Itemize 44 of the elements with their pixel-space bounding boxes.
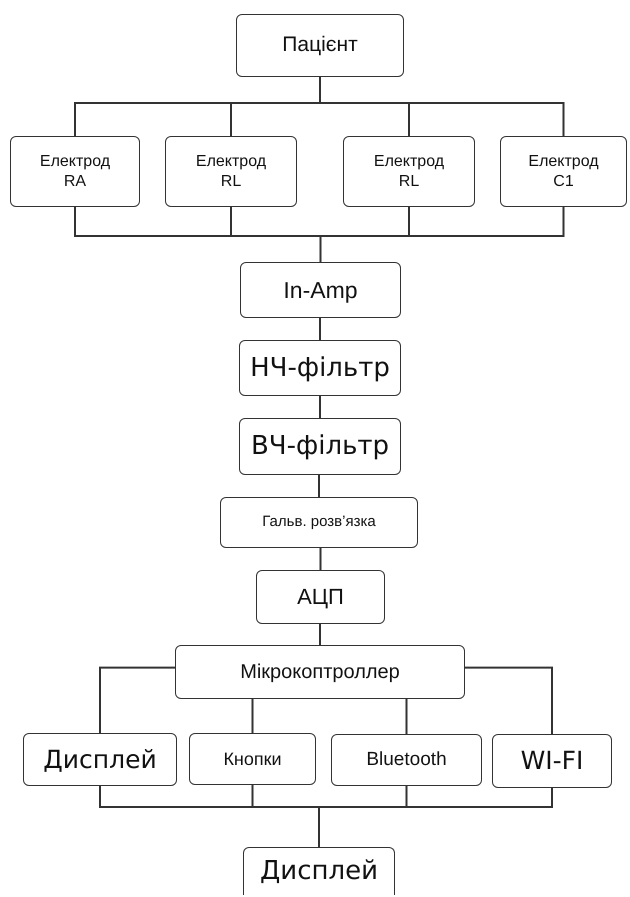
block-label: Bluetooth xyxy=(366,748,447,772)
block-box xyxy=(23,733,177,786)
block-label: Кнопки xyxy=(223,748,282,770)
connector-line xyxy=(406,699,408,734)
block-label: In-Amp xyxy=(283,276,358,304)
connector-line xyxy=(320,207,564,262)
block-label: Мікрокоптроллер xyxy=(240,660,400,684)
block-box xyxy=(240,262,401,318)
block-box xyxy=(239,418,401,475)
block-label: НЧ-фільтр xyxy=(250,352,390,384)
block-label: Електрод C1 xyxy=(527,152,600,192)
connector-line xyxy=(252,699,254,733)
block-label: Дисплей xyxy=(260,855,378,888)
block-box xyxy=(220,497,418,548)
connector-line xyxy=(319,77,564,136)
connector-line xyxy=(320,548,322,570)
block-box xyxy=(500,136,627,207)
block-label: Пацієнт xyxy=(282,32,358,58)
block-box xyxy=(331,734,482,786)
connector-line xyxy=(319,396,321,418)
block-label: АЦП xyxy=(297,583,344,611)
block-box xyxy=(175,645,465,699)
block-box xyxy=(10,136,140,207)
block-label: Гальв. розв’язка xyxy=(262,513,376,532)
block-box xyxy=(165,136,297,207)
block-box xyxy=(256,570,385,624)
block-box xyxy=(243,847,395,895)
block-label: WI-FI xyxy=(520,745,584,777)
block-box xyxy=(236,14,404,77)
block-box xyxy=(343,136,475,207)
block-label: Електрод RL xyxy=(194,152,268,192)
block-label: Дисплей xyxy=(43,744,157,776)
block-box xyxy=(492,734,612,788)
connector-line xyxy=(319,624,321,645)
connector-line xyxy=(99,666,175,733)
block-label: ВЧ-фільтр xyxy=(250,430,390,463)
block-label: Електрод RA xyxy=(38,152,112,192)
connector-line xyxy=(318,475,320,497)
connector-line xyxy=(465,666,553,734)
block-box xyxy=(239,340,401,396)
connector-line xyxy=(318,788,553,847)
connector-line xyxy=(319,318,321,340)
block-label: Електрод RL xyxy=(372,152,446,192)
block-box xyxy=(189,733,316,785)
